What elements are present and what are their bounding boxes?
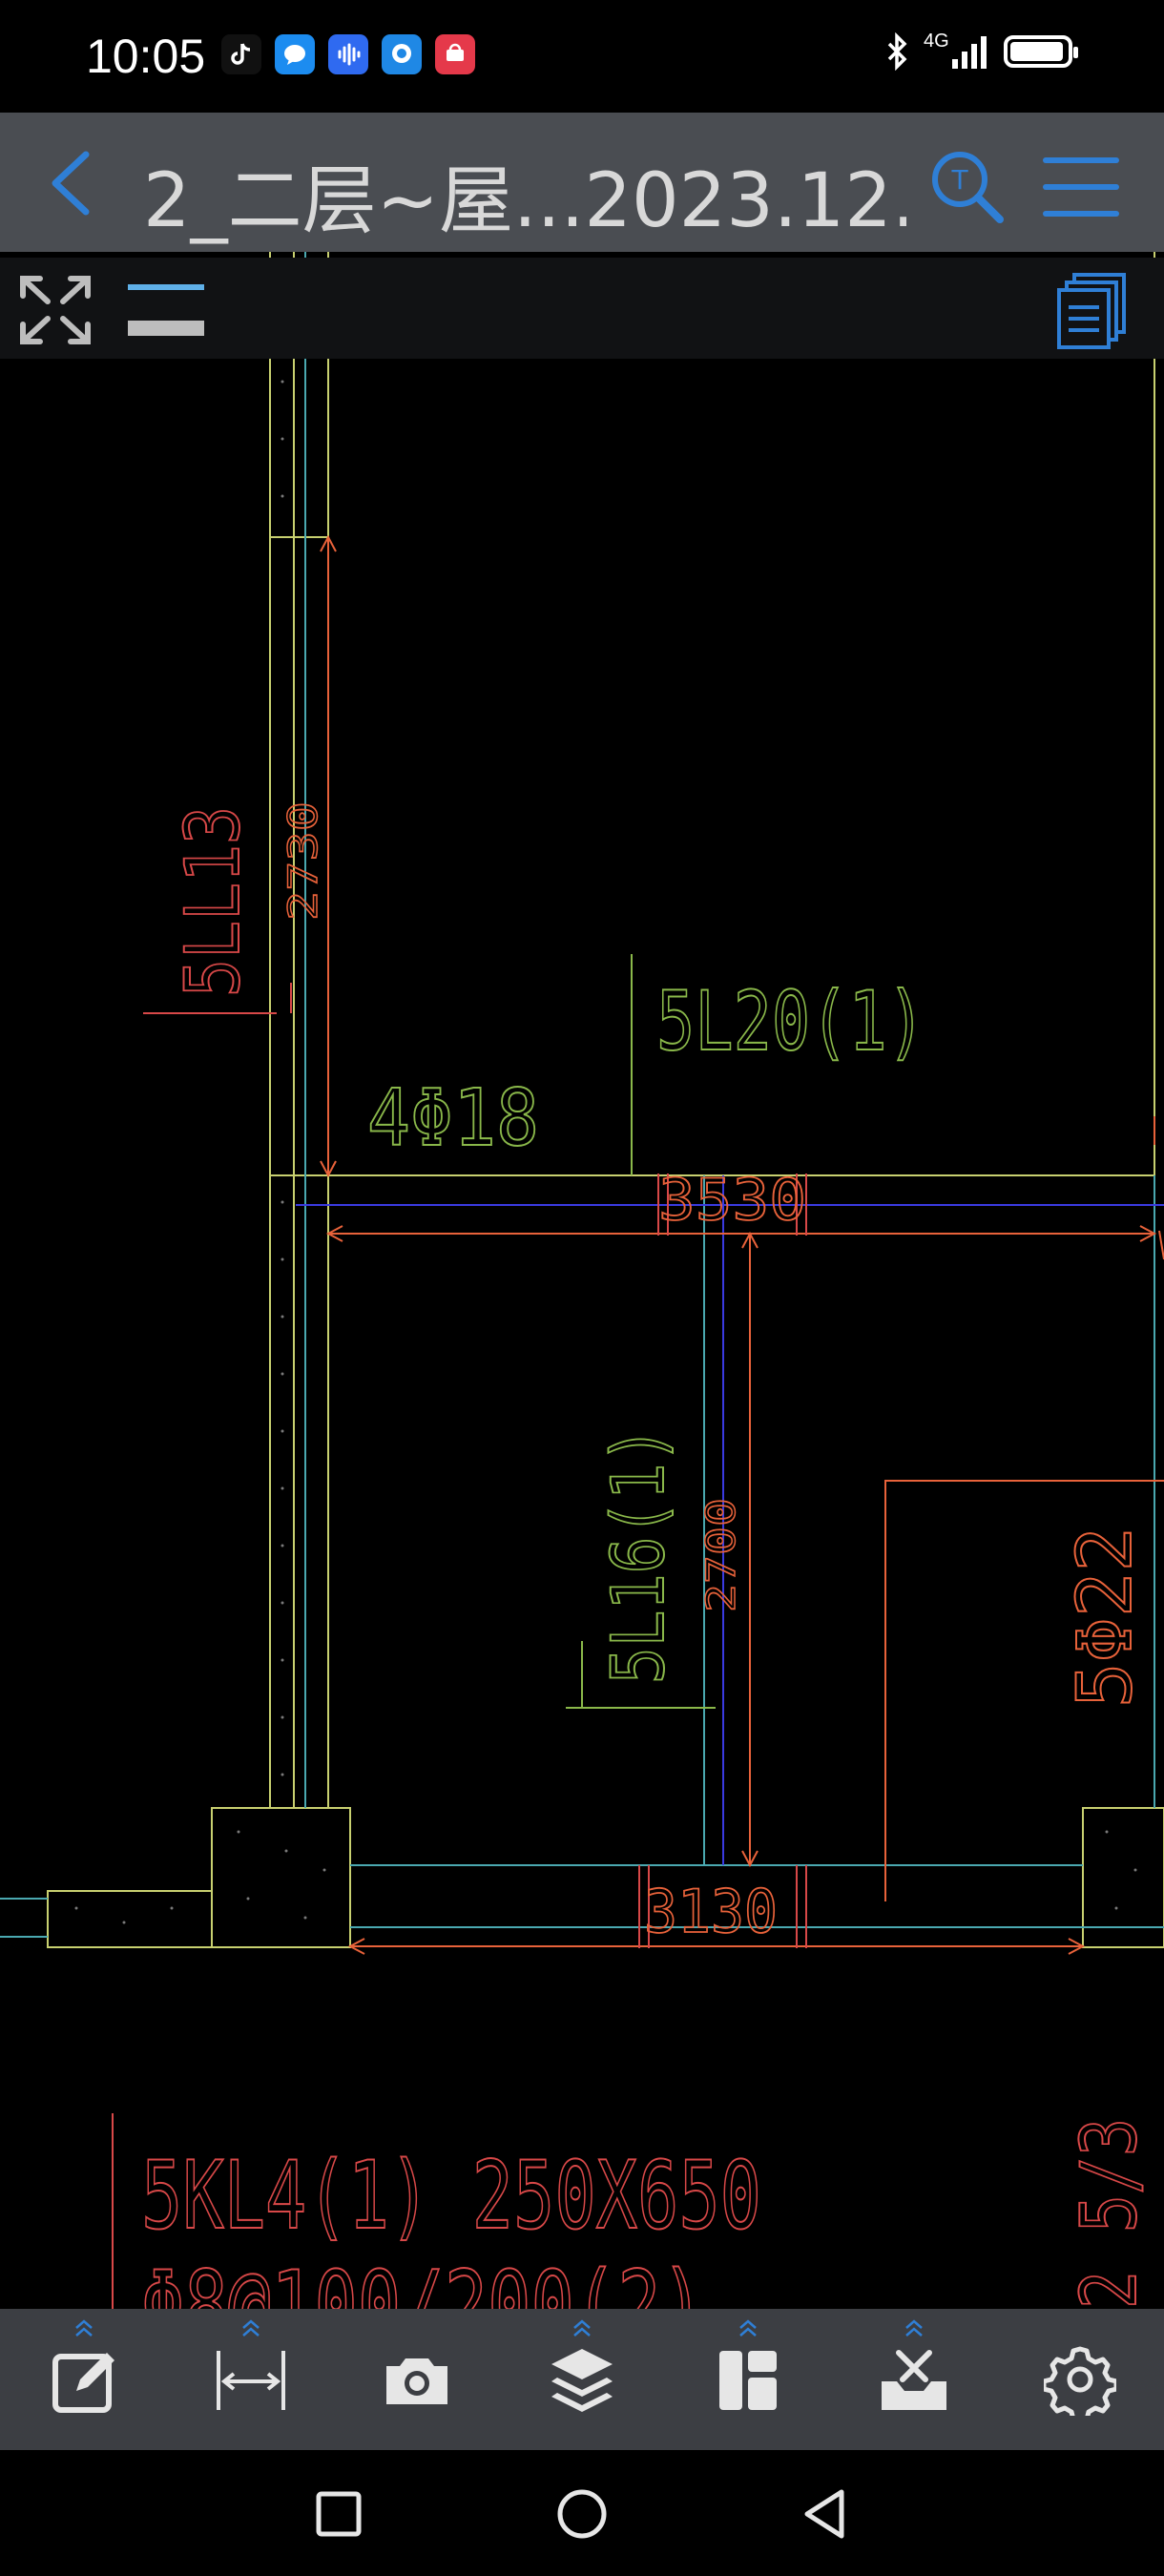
battery-icon <box>1004 35 1078 68</box>
chevron-up-icon <box>905 2319 923 2337</box>
drawing-canvas[interactable]: 5LL13 2730 5L20(1) 4Φ18 3530 5L16(1) 270… <box>0 252 1164 2309</box>
green-leaders <box>566 954 716 1709</box>
notification-icons <box>221 34 475 74</box>
search-icon <box>932 152 987 207</box>
system-nav-bar <box>0 2450 1164 2576</box>
label-5kl4: 5KL4(1) 250X650 <box>141 2142 761 2251</box>
axis-lines <box>0 252 1164 1938</box>
menu-button[interactable] <box>1040 151 1122 223</box>
bottom-toolbar <box>0 2309 1164 2450</box>
layers-tool[interactable] <box>525 2309 639 2450</box>
layers-icon <box>551 2349 613 2412</box>
chevron-up-icon <box>242 2319 260 2337</box>
back-nav-button[interactable] <box>792 2481 859 2547</box>
blue-axis <box>296 1175 1164 1865</box>
dim-2700: 2700 <box>697 1498 744 1612</box>
text-search-button[interactable]: T <box>927 147 1006 225</box>
beam-leaders <box>112 983 807 2309</box>
bluetooth-icon <box>887 32 907 71</box>
dimension-lines <box>320 534 1164 1955</box>
status-bar: 10:05 4G <box>0 0 1164 113</box>
toolbox-icon <box>882 2350 946 2410</box>
layer-lines-icon[interactable] <box>122 279 208 342</box>
home-button[interactable] <box>549 2481 615 2547</box>
tiktok-icon <box>221 34 261 74</box>
back-button[interactable] <box>36 145 113 221</box>
label-right-edge: 2 5/3 <box>1065 2118 1154 2309</box>
message-icon <box>275 34 315 74</box>
app-icon <box>382 34 422 74</box>
huawei-icon <box>435 34 475 74</box>
drawing-title: 2_二层~屋...2023.12.22 <box>143 158 906 244</box>
view-toolbar <box>0 258 1164 359</box>
recent-apps-button[interactable] <box>305 2481 372 2547</box>
edit-icon <box>52 2353 114 2413</box>
label-stirrup: Φ8@100/200(2) <box>141 2252 704 2309</box>
signal-icon <box>952 36 987 69</box>
label-5ll13: 5LL13 <box>171 806 257 997</box>
settings-tool[interactable] <box>1023 2309 1137 2450</box>
title-bar: 2_二层~屋...2023.12.22 T <box>0 113 1164 252</box>
toolbox-tool[interactable] <box>857 2309 971 2450</box>
label-4phi18: 4Φ18 <box>367 1073 539 1164</box>
measure-icon <box>217 2351 285 2410</box>
layout-tool[interactable] <box>691 2309 805 2450</box>
measure-tool[interactable] <box>194 2309 308 2450</box>
battery-level <box>1010 42 1064 61</box>
walls <box>47 252 1164 1948</box>
chevron-up-icon <box>739 2319 757 2337</box>
label-5phi22: 5Φ22 <box>1063 1527 1149 1708</box>
edit-tool[interactable] <box>27 2309 141 2450</box>
label-5l16: 5L16(1) <box>595 1426 680 1684</box>
dim-3130: 3130 <box>644 1877 778 1946</box>
chevron-up-icon <box>75 2319 93 2337</box>
dim-2730: 2730 <box>280 801 326 921</box>
status-time: 10:05 <box>86 30 206 83</box>
layout-icon <box>719 2351 777 2410</box>
network-indicator: 4G <box>924 31 990 71</box>
label-5l20: 5L20(1) <box>656 974 925 1070</box>
camera-icon <box>386 2358 447 2404</box>
gear-icon <box>1044 2346 1116 2416</box>
camera-tool[interactable] <box>360 2309 474 2450</box>
voice-icon <box>328 34 368 74</box>
drawing-list-icon[interactable] <box>1053 269 1130 353</box>
chevron-up-icon <box>573 2319 591 2337</box>
svg-text:T: T <box>950 164 968 196</box>
expand-arrows-icon[interactable] <box>15 271 95 349</box>
system-status: 4G <box>883 31 1078 71</box>
dim-3530: 3530 <box>658 1167 806 1234</box>
network-type: 4G <box>924 31 949 52</box>
